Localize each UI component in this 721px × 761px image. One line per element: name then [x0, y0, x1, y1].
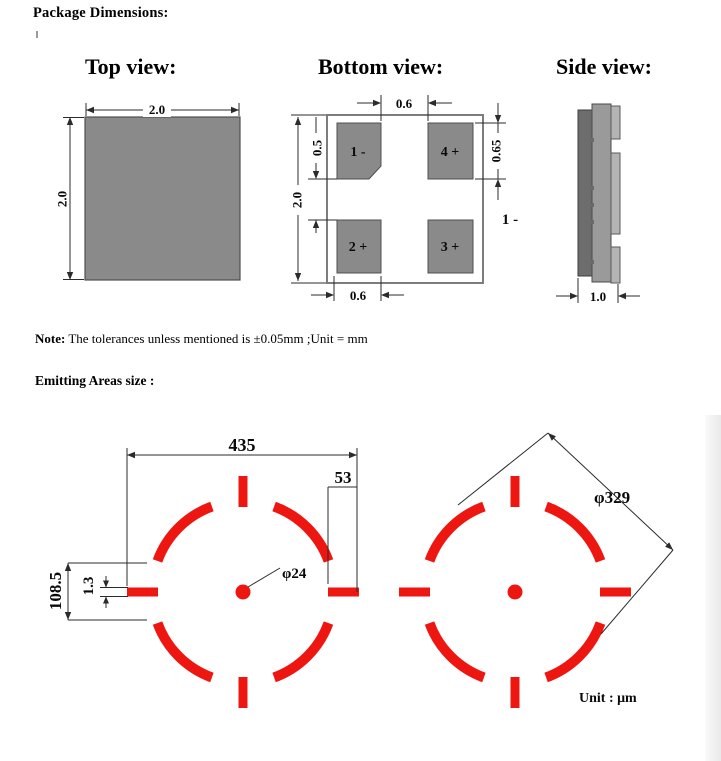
arrow-up-icon	[103, 596, 109, 604]
bottom-total-height-dim: 2.0	[290, 192, 305, 208]
arrow-left-icon	[86, 106, 94, 114]
bottom-view-heading: Bottom view:	[318, 54, 444, 79]
emitting-circle-arcs	[424, 501, 606, 683]
top-height-dim: 2.0	[55, 191, 70, 207]
arrow-diagonal-icon	[548, 433, 556, 441]
top-width-dim: 2.0	[149, 102, 165, 117]
emitting-area-left: 435 53 108.5 1.3 φ24	[46, 435, 359, 708]
pad-4	[427, 122, 474, 180]
side-view-bumps	[590, 138, 594, 264]
pad-3-label: 3 +	[441, 240, 460, 255]
top-view-drawing: 2.0 2.0	[54, 102, 241, 281]
bottom-pad-height-right-dim: 0.65	[489, 139, 504, 162]
arrow-down-icon	[103, 580, 109, 588]
emitting-center-dot	[235, 584, 251, 600]
arrow-right-icon	[231, 106, 239, 114]
side-view-pad-bottom	[610, 246, 621, 284]
page-title: Package Dimensions:	[33, 5, 169, 21]
arrow-diagonal-icon	[665, 542, 673, 550]
arrow-right-icon	[570, 292, 578, 300]
arrow-up-icon	[294, 117, 302, 125]
arrow-down-icon	[66, 272, 74, 280]
stray-tick-artifact	[36, 31, 38, 38]
arrow-right-icon	[373, 99, 381, 107]
emitting-circle-arcs	[152, 501, 334, 683]
emitting-tick-thickness-dim: 1.3	[81, 577, 97, 596]
pad-1	[336, 122, 382, 180]
side-view-pad-middle	[610, 152, 621, 235]
arrow-up-icon	[312, 220, 320, 228]
page-edge-shading	[705, 415, 721, 761]
pad-3	[427, 219, 474, 274]
note-text: The tolerances unless mentioned is ±0.05…	[65, 331, 368, 346]
emitting-height-dim: 108.5	[46, 572, 65, 610]
emitting-center-dot-dim: φ24	[282, 566, 307, 582]
bottom-view-drawing: 1 - 4 + 2 + 3 + 1 - 0.6 2.0	[290, 95, 518, 303]
arrow-up-icon	[64, 563, 72, 571]
bottom-pad-height-left-dim: 0.5	[310, 139, 325, 156]
emitting-diameter-dim: φ329	[594, 488, 630, 507]
arrow-down-icon	[294, 273, 302, 281]
note-label: Note:	[35, 331, 66, 346]
side-view-drawing: 1.0	[556, 103, 640, 304]
emitting-areas-heading: Emitting Areas size :	[35, 373, 155, 388]
arrow-down-icon	[64, 612, 72, 620]
side-view-pad-top	[610, 105, 621, 140]
bottom-gap-top-dim: 0.6	[396, 96, 413, 111]
emitting-width-dim: 435	[229, 435, 256, 455]
side-thickness-dim: 1.0	[590, 289, 606, 304]
pad-4-label: 4 +	[441, 145, 460, 160]
pad-1-label: 1 -	[350, 145, 366, 160]
top-view-body	[84, 116, 241, 281]
pin1-side-label: 1 -	[502, 212, 518, 228]
pad-2	[336, 219, 382, 274]
arrow-left-icon	[127, 451, 135, 459]
emitting-unit-label: Unit : μm	[579, 691, 637, 706]
emitting-tick-bars	[399, 476, 631, 708]
arrow-up-icon	[66, 117, 74, 125]
arrow-right-icon	[349, 451, 357, 459]
arrow-left-icon	[428, 99, 436, 107]
arrow-down-icon	[494, 115, 502, 123]
arrow-left-icon	[618, 292, 626, 300]
top-view-heading: Top view:	[85, 54, 177, 79]
bottom-pad-width-dim: 0.6	[350, 288, 367, 303]
side-view-body	[591, 103, 612, 283]
arrow-left-icon	[381, 291, 389, 299]
emitting-tick-length-dim: 53	[335, 468, 352, 487]
arrow-right-icon	[326, 291, 334, 299]
emitting-tick-bars	[127, 476, 359, 708]
emitting-center-dot	[507, 584, 523, 600]
side-view-substrate	[577, 109, 593, 277]
arrow-up-icon	[494, 179, 502, 187]
emitting-area-right: φ329 Unit : μm	[399, 432, 674, 708]
note-line: Note: The tolerances unless mentioned is…	[35, 331, 368, 347]
arrow-down-icon	[312, 171, 320, 179]
pad-2-label: 2 +	[349, 240, 368, 255]
side-view-heading: Side view:	[556, 54, 652, 79]
